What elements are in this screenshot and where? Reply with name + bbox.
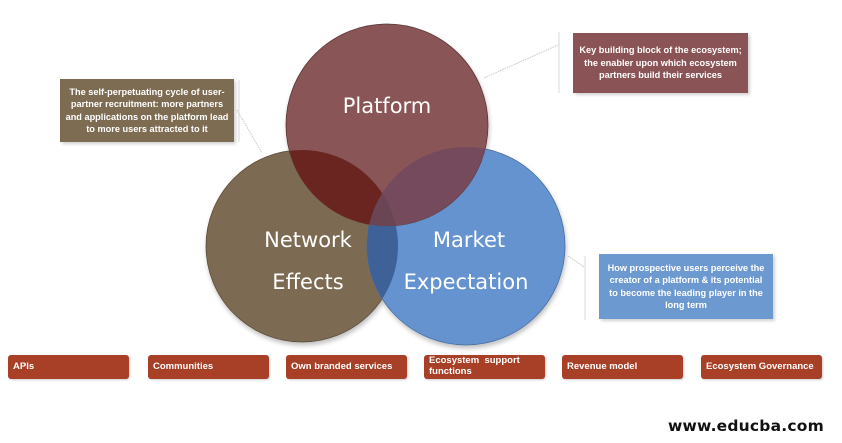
label-platform: Platform — [343, 94, 432, 118]
component-own-branded-services: Own branded services — [286, 355, 407, 379]
callout-market-expectation-text: How prospective users perceive the creat… — [607, 262, 765, 311]
component-label: APIs — [13, 360, 35, 372]
component-label: Own branded services — [291, 360, 393, 372]
component-label: Ecosystem Governance — [706, 360, 814, 372]
overlap-platform-market — [367, 147, 488, 226]
label-network-line2: Effects — [272, 270, 343, 294]
connector-network — [236, 109, 263, 154]
component-ecosystem-support-functions: Ecosystem support functions — [424, 355, 545, 379]
component-ecosystem-governance: Ecosystem Governance — [701, 355, 822, 379]
callout-network-effects: The self-perpetuating cycle of user-part… — [60, 79, 234, 142]
callout-market-expectation: How prospective users perceive the creat… — [599, 254, 773, 319]
component-revenue-model: Revenue model — [562, 355, 683, 379]
connector-market — [567, 255, 585, 268]
watermark: www.educba.com — [668, 417, 824, 435]
component-label: Ecosystem support functions — [429, 355, 523, 377]
component-apis: APIs — [8, 355, 129, 379]
callout-network-effects-text: The self-perpetuating cycle of user-part… — [65, 86, 229, 135]
label-network-line1: Network — [264, 228, 353, 252]
connector-platform — [483, 44, 559, 79]
callout-platform-text: Key building block of the ecosystem; the… — [579, 45, 742, 81]
label-market-line1: Market — [433, 228, 505, 252]
component-label: Revenue model — [567, 360, 638, 372]
label-market-line2: Expectation — [404, 270, 529, 294]
callout-platform: Key building block of the ecosystem; the… — [573, 33, 748, 93]
overlap-platform-network — [286, 150, 398, 226]
component-communities: Communities — [148, 355, 269, 379]
component-label: Communities — [153, 360, 214, 372]
